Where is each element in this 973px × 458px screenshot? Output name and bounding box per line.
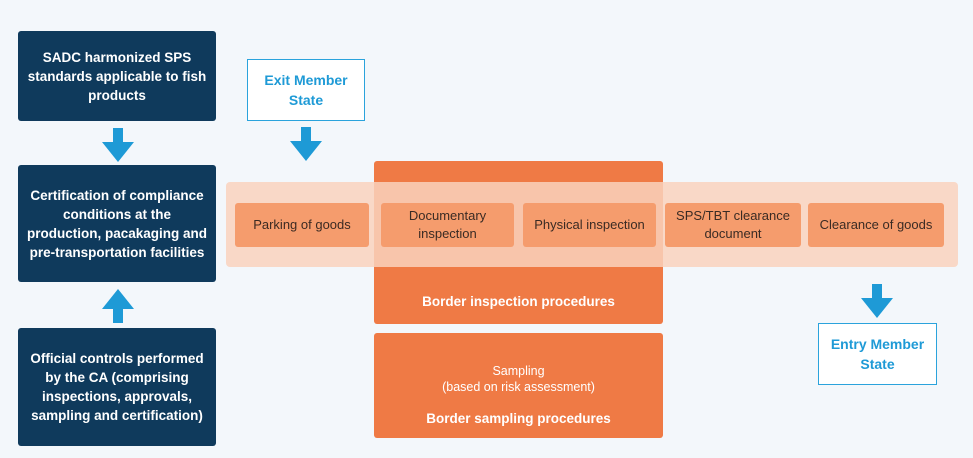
- exit-member-state-box: Exit Member State: [247, 59, 365, 121]
- arrow-down-icon: [861, 284, 893, 318]
- arrow-down-icon: [102, 128, 134, 162]
- stage-parking: Parking of goods: [235, 203, 369, 247]
- entry-member-state-box: Entry Member State: [818, 323, 937, 385]
- stage-physical: Physical inspection: [523, 203, 656, 247]
- border-sampling-block: Sampling (based on risk assessment) Bord…: [374, 333, 663, 438]
- arrow-down-icon: [290, 127, 322, 161]
- stage-clearance-goods-text: Clearance of goods: [819, 217, 933, 232]
- stage-physical-text: Physical inspection: [534, 217, 645, 232]
- sadc-standards-text: SADC harmonized SPS standards applicable…: [27, 49, 207, 103]
- certification-text: Certification of compliance conditions a…: [26, 187, 207, 260]
- sadc-standards-box: SADC harmonized SPS standards applicable…: [18, 31, 216, 121]
- border-sampling-label: Border sampling procedures: [426, 411, 611, 426]
- stage-clearance-goods: Clearance of goods: [808, 203, 944, 247]
- arrow-up-icon: [102, 289, 134, 323]
- stage-documentary: Documentary inspection: [381, 203, 514, 247]
- certification-box: Certification of compliance conditions a…: [18, 165, 216, 282]
- official-controls-box: Official controls performed by the CA (c…: [18, 328, 216, 446]
- sampling-subtitle: (based on risk assessment): [442, 380, 595, 394]
- official-controls-text: Official controls performed by the CA (c…: [30, 351, 204, 423]
- border-inspection-label: Border inspection procedures: [422, 294, 615, 309]
- stage-clearance-document: SPS/TBT clearance document: [665, 203, 801, 247]
- stage-documentary-text: Documentary inspection: [408, 208, 487, 241]
- entry-member-state-text: Entry Member State: [830, 336, 925, 372]
- stage-clearance-document-text: SPS/TBT clearance document: [676, 208, 790, 241]
- stage-parking-text: Parking of goods: [253, 217, 351, 232]
- exit-member-state-text: Exit Member State: [264, 72, 348, 108]
- sampling-title: Sampling: [492, 364, 545, 378]
